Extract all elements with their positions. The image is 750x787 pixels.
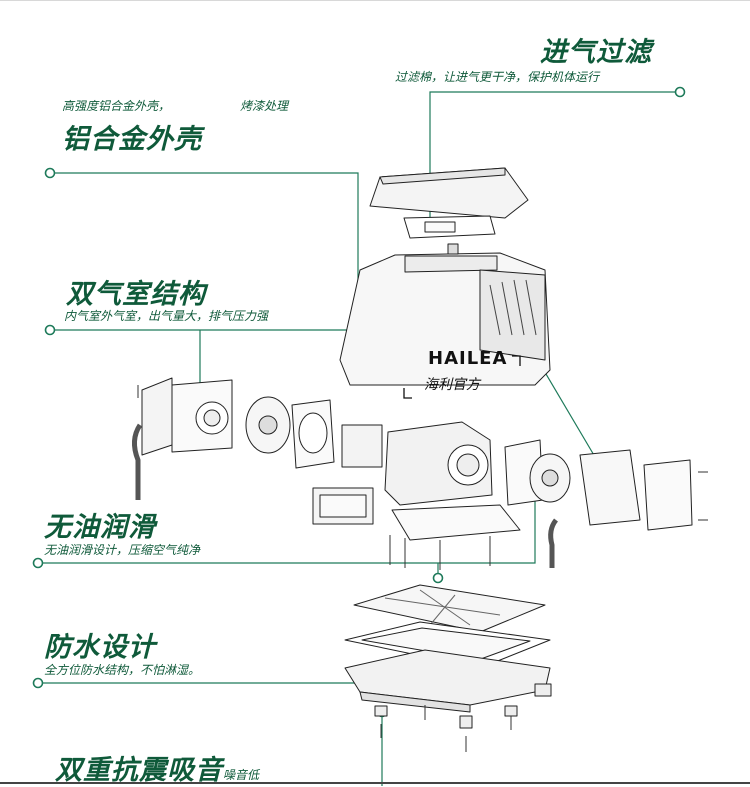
- feature-aluminum-shell-title: 铝合金外壳: [62, 124, 202, 155]
- feature-intake-filter-title: 进气过滤: [540, 37, 652, 68]
- feature-waterproof-subtitle: 全方位防水结构，不怕淋湿。: [44, 663, 201, 677]
- callout-dots: [32, 86, 686, 718]
- feature-dual-chamber-title: 双气室结构: [66, 279, 206, 310]
- feature-anti-vibration-subtitle: 噪音低: [223, 768, 260, 782]
- bottom-divider: [0, 782, 750, 784]
- feature-intake-filter-subtitle: 过滤棉，让进气更干净，保护机体运行: [395, 70, 600, 84]
- feature-aluminum-shell-extra: 烤漆处理: [240, 99, 289, 113]
- feature-waterproof-title: 防水设计: [44, 632, 156, 663]
- brand-frame: [403, 355, 521, 399]
- top-divider: [0, 0, 750, 1]
- feature-anti-vibration-title: 双重抗震吸音噪音低: [55, 748, 259, 787]
- feature-oil-free-title: 无油润滑: [44, 512, 156, 543]
- feature-aluminum-shell-subtitle: 高强度铝合金外壳，: [62, 99, 171, 113]
- brand-logo: HAILEA: [428, 348, 508, 369]
- feature-dual-chamber-subtitle: 内气室外气室，出气量大，排气压力强: [64, 309, 269, 323]
- brand-cn-logo: 海利官方: [424, 377, 480, 393]
- feature-oil-free-subtitle: 无油润滑设计，压缩空气纯净: [44, 543, 201, 557]
- pump-parts: [132, 167, 708, 752]
- feature-anti-vibration-title-text: 双重抗震吸音: [55, 755, 223, 786]
